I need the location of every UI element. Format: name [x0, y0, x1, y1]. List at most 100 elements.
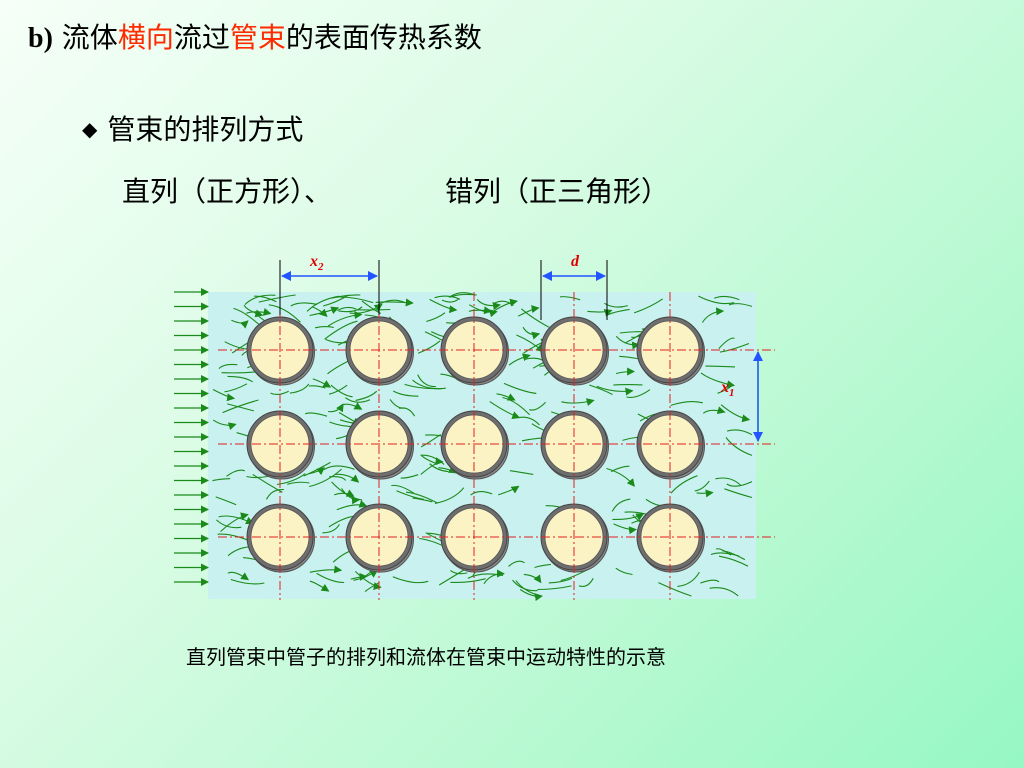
d-label: d [571, 253, 580, 270]
slide-title: b) 流体横向流过管束的表面传热系数 [28, 16, 482, 56]
title-text-3: 的表面传热系数 [285, 21, 482, 54]
streamline [713, 295, 740, 301]
streamline [222, 399, 259, 414]
streamline [611, 498, 631, 512]
tube [246, 410, 315, 480]
streamline [327, 311, 363, 327]
streamline [529, 401, 546, 411]
streamline [450, 578, 486, 584]
streamline [309, 468, 342, 488]
streamline [400, 474, 419, 479]
streamline [375, 298, 414, 307]
streamline [333, 489, 355, 497]
tube [540, 410, 609, 480]
x1-label: x1 [720, 379, 735, 399]
streamline [696, 489, 714, 498]
streamline [336, 500, 368, 511]
title-text-2: 流过 [173, 21, 230, 54]
streamline [345, 397, 371, 403]
title-highlight-2: 管束 [229, 21, 286, 54]
streamline [258, 294, 296, 303]
streamline [726, 481, 753, 487]
streamline [287, 481, 310, 485]
tube-centerlines-overlay [218, 292, 775, 600]
streamline [606, 467, 635, 487]
streamline [252, 474, 283, 493]
streamline [613, 523, 637, 535]
figure-caption: 直列管束中管子的排列和流体在管束中运动特性的示意 [186, 645, 666, 669]
bullet-diamond-icon: ◆ [82, 117, 98, 141]
streamline [508, 353, 531, 366]
streamline [405, 491, 438, 504]
streamline [698, 295, 735, 305]
streamline [512, 579, 538, 592]
tube [636, 410, 705, 480]
streamline [724, 488, 753, 499]
streamline [212, 478, 231, 482]
tube [440, 503, 509, 573]
streamline [728, 303, 753, 307]
staggered-arrangement-label: 错列（正三角形） [445, 175, 670, 208]
streamline [316, 572, 345, 584]
section-label: b) [28, 23, 53, 54]
streamline [226, 469, 245, 477]
streamline [329, 476, 347, 481]
streamline [426, 312, 446, 323]
streamline [534, 563, 551, 569]
x2-dimension: x2 [279, 253, 380, 315]
streamline [324, 320, 358, 340]
inline-arrangement-label: 直列（正方形）、 [122, 175, 333, 208]
streamline [334, 473, 360, 483]
streamline [476, 299, 501, 310]
streamline [323, 465, 355, 471]
tube [540, 503, 609, 573]
streamline [417, 340, 441, 354]
streamline [517, 305, 540, 317]
streamline [434, 295, 461, 300]
streamline [710, 552, 740, 557]
streamline [393, 390, 419, 397]
streamline [722, 550, 746, 561]
streamline [612, 513, 645, 521]
streamline [268, 304, 301, 323]
streamline [561, 398, 595, 406]
streamline [719, 555, 749, 567]
streamline [246, 308, 272, 316]
streamline [227, 571, 250, 581]
x1-dimension: x1 [720, 351, 763, 442]
streamline [521, 308, 550, 328]
tube [345, 503, 414, 573]
streamline [243, 304, 264, 318]
streamline [434, 487, 465, 504]
streamline [220, 512, 249, 533]
streamline [503, 382, 537, 394]
streamline [468, 306, 492, 315]
title-highlight-1: 横向 [117, 21, 174, 54]
streamline [596, 385, 634, 396]
streamline [469, 304, 498, 318]
bullet-heading: ◆管束的排列方式 [82, 108, 303, 148]
streamline [309, 580, 330, 592]
streamline [217, 533, 249, 542]
streamline [420, 457, 444, 475]
streamline [412, 379, 446, 390]
streamline [441, 298, 459, 303]
streamline [224, 383, 248, 393]
streamline [216, 519, 242, 529]
streamline [725, 437, 753, 456]
streamline [312, 378, 332, 388]
streamline [323, 294, 349, 307]
tube-bank-diagram: x2 d x1 [174, 253, 775, 602]
inlet-flow-arrows [174, 288, 209, 586]
streamline [212, 389, 236, 402]
streamline [589, 384, 613, 395]
tube [246, 316, 315, 386]
streamline [726, 429, 753, 436]
streamline [701, 307, 725, 323]
streamline [270, 390, 289, 396]
streamline [604, 302, 628, 308]
streamline [719, 342, 750, 353]
streamline [361, 300, 382, 314]
streamline [266, 489, 284, 500]
streamline [227, 403, 255, 412]
